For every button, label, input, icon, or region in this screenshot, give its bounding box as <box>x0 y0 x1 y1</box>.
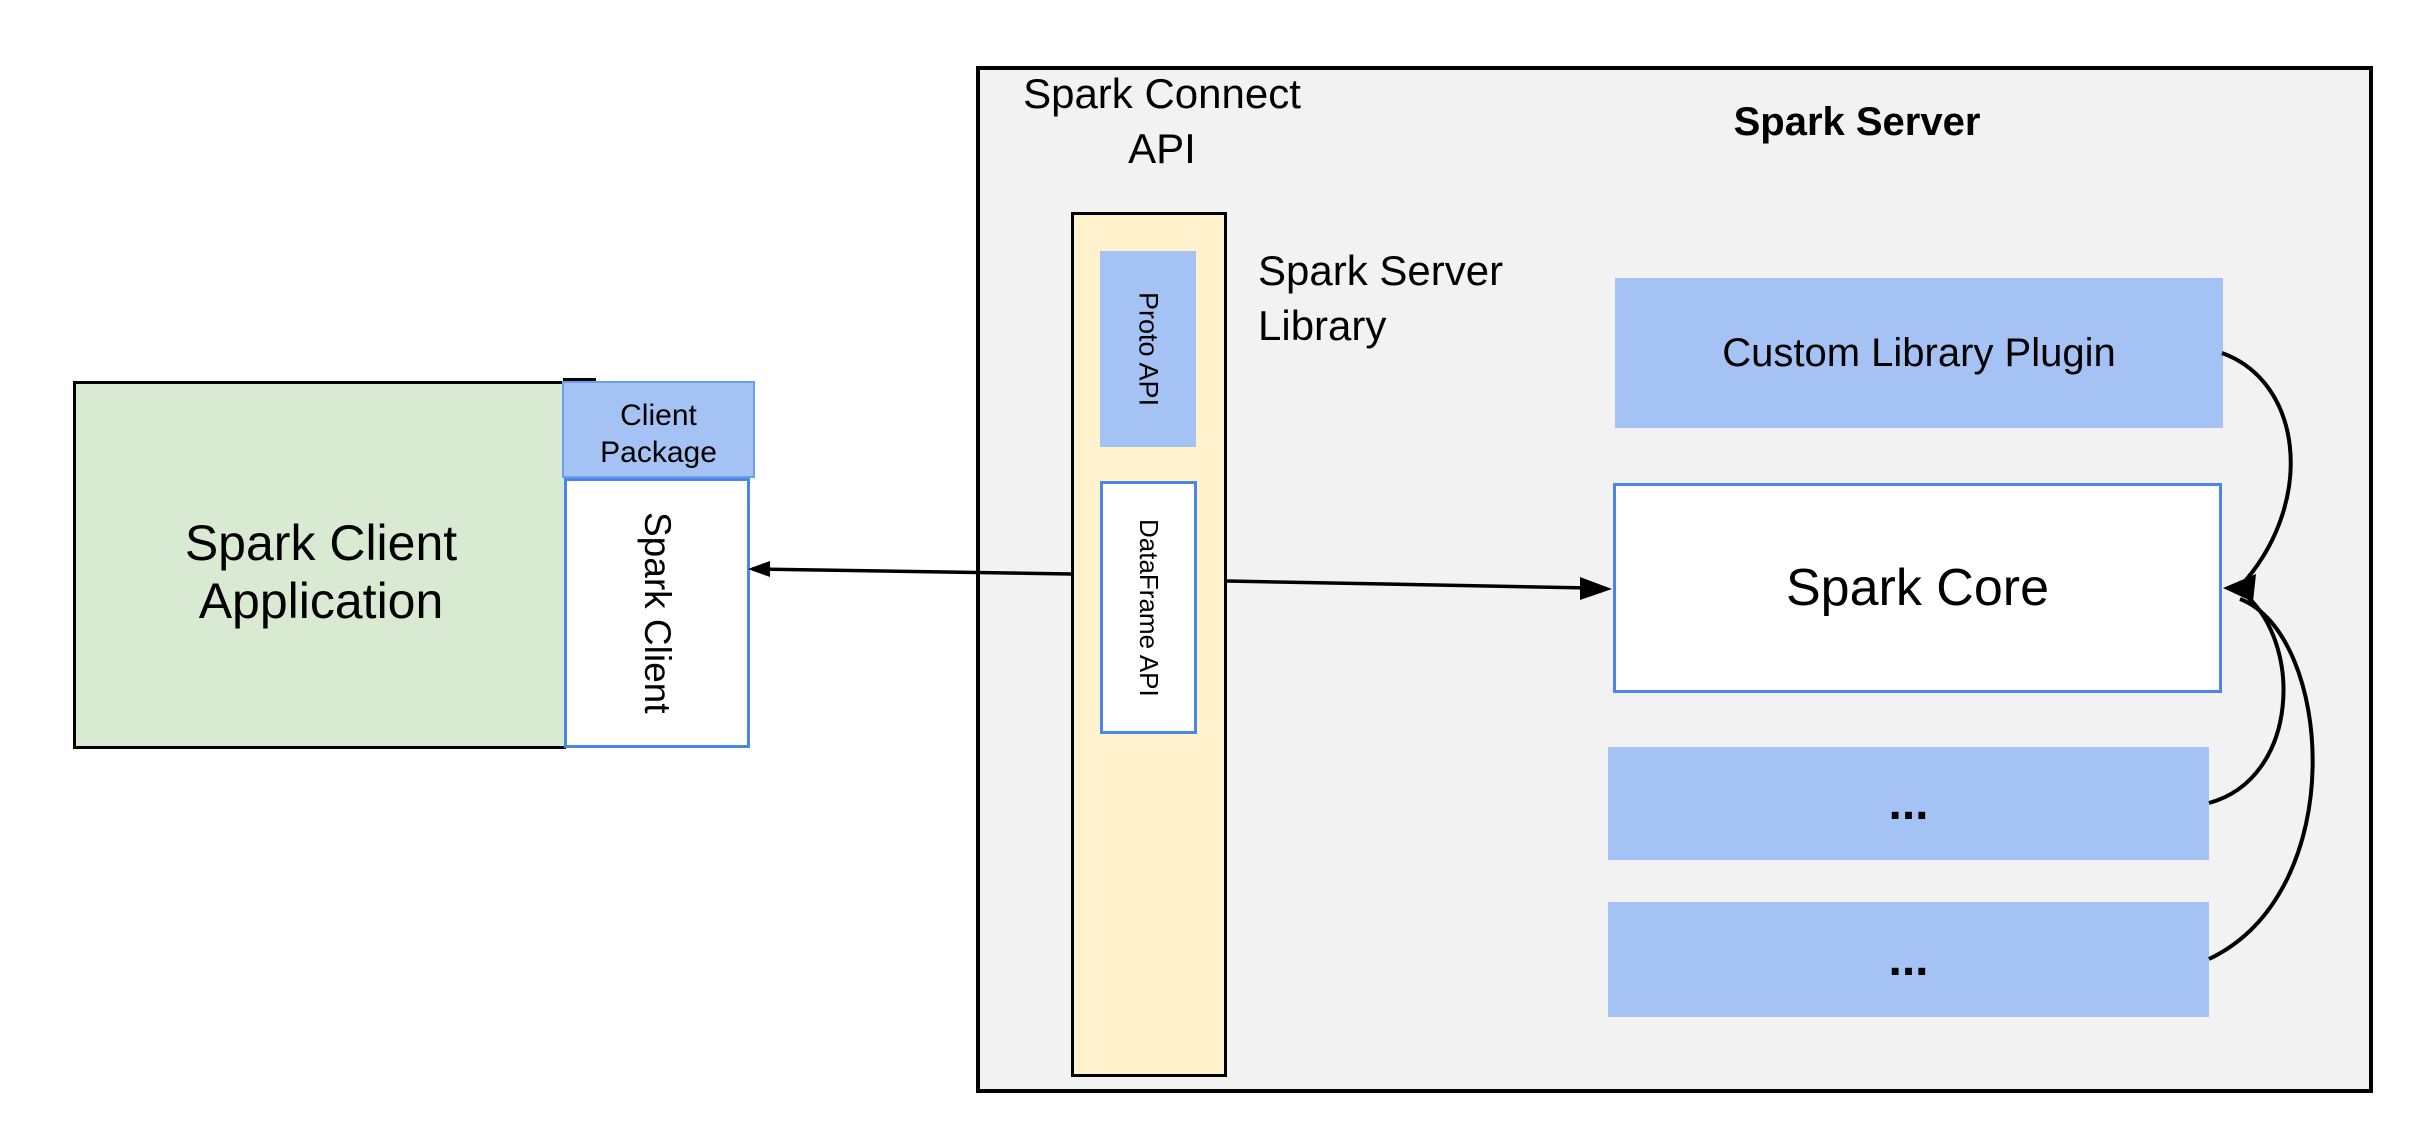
dataframe-api-box: DataFrame API <box>1100 481 1197 734</box>
green-box-border-segment <box>563 378 596 382</box>
spark-server-library-label: Spark Server Library <box>1258 243 1618 353</box>
arrow-left-icon <box>748 561 770 577</box>
dataframe-api-label: DataFrame API <box>1134 518 1164 697</box>
spark-client-application-label: Spark Client Application <box>185 514 457 630</box>
plugin-slot-2-box: ... <box>1608 902 2209 1017</box>
spark-client-label: Spark Client <box>637 512 678 714</box>
client-package-box: Client Package <box>562 381 755 478</box>
proto-api-box: Proto API <box>1100 251 1196 447</box>
custom-library-plugin-box: Custom Library Plugin <box>1615 278 2223 428</box>
spark-connect-api-label-line2: API <box>1128 125 1196 172</box>
client-package-label: Client Package <box>600 397 717 471</box>
spark-server-title: Spark Server <box>1733 100 1981 144</box>
spark-client-application-label-line1: Spark Client <box>184 515 458 571</box>
spark-connect-api-label-line1: Spark Connect <box>1023 70 1301 117</box>
spark-core-box: Spark Core <box>1613 483 2222 693</box>
spark-connect-api-label: Spark Connect API <box>987 66 1337 176</box>
proto-api-label: Proto API <box>1133 291 1164 407</box>
custom-library-plugin-label: Custom Library Plugin <box>1722 330 2116 375</box>
client-package-label-line2: Package <box>600 435 717 469</box>
client-package-label-line1: Client <box>620 398 697 432</box>
spark-client-box: Spark Client <box>564 478 750 748</box>
spark-server-library-label-line2: Library <box>1258 302 1387 349</box>
plugin-slot-2-label: ... <box>1888 933 1929 986</box>
plugin-slot-1-box: ... <box>1608 747 2209 860</box>
spark-client-application-label-line2: Application <box>198 573 444 629</box>
spark-server-library-label-line1: Spark Server <box>1258 247 1504 294</box>
spark-client-application-box: Spark Client Application <box>73 381 566 749</box>
plugin-slot-1-label: ... <box>1888 777 1929 830</box>
spark-core-label: Spark Core <box>1786 559 2049 617</box>
